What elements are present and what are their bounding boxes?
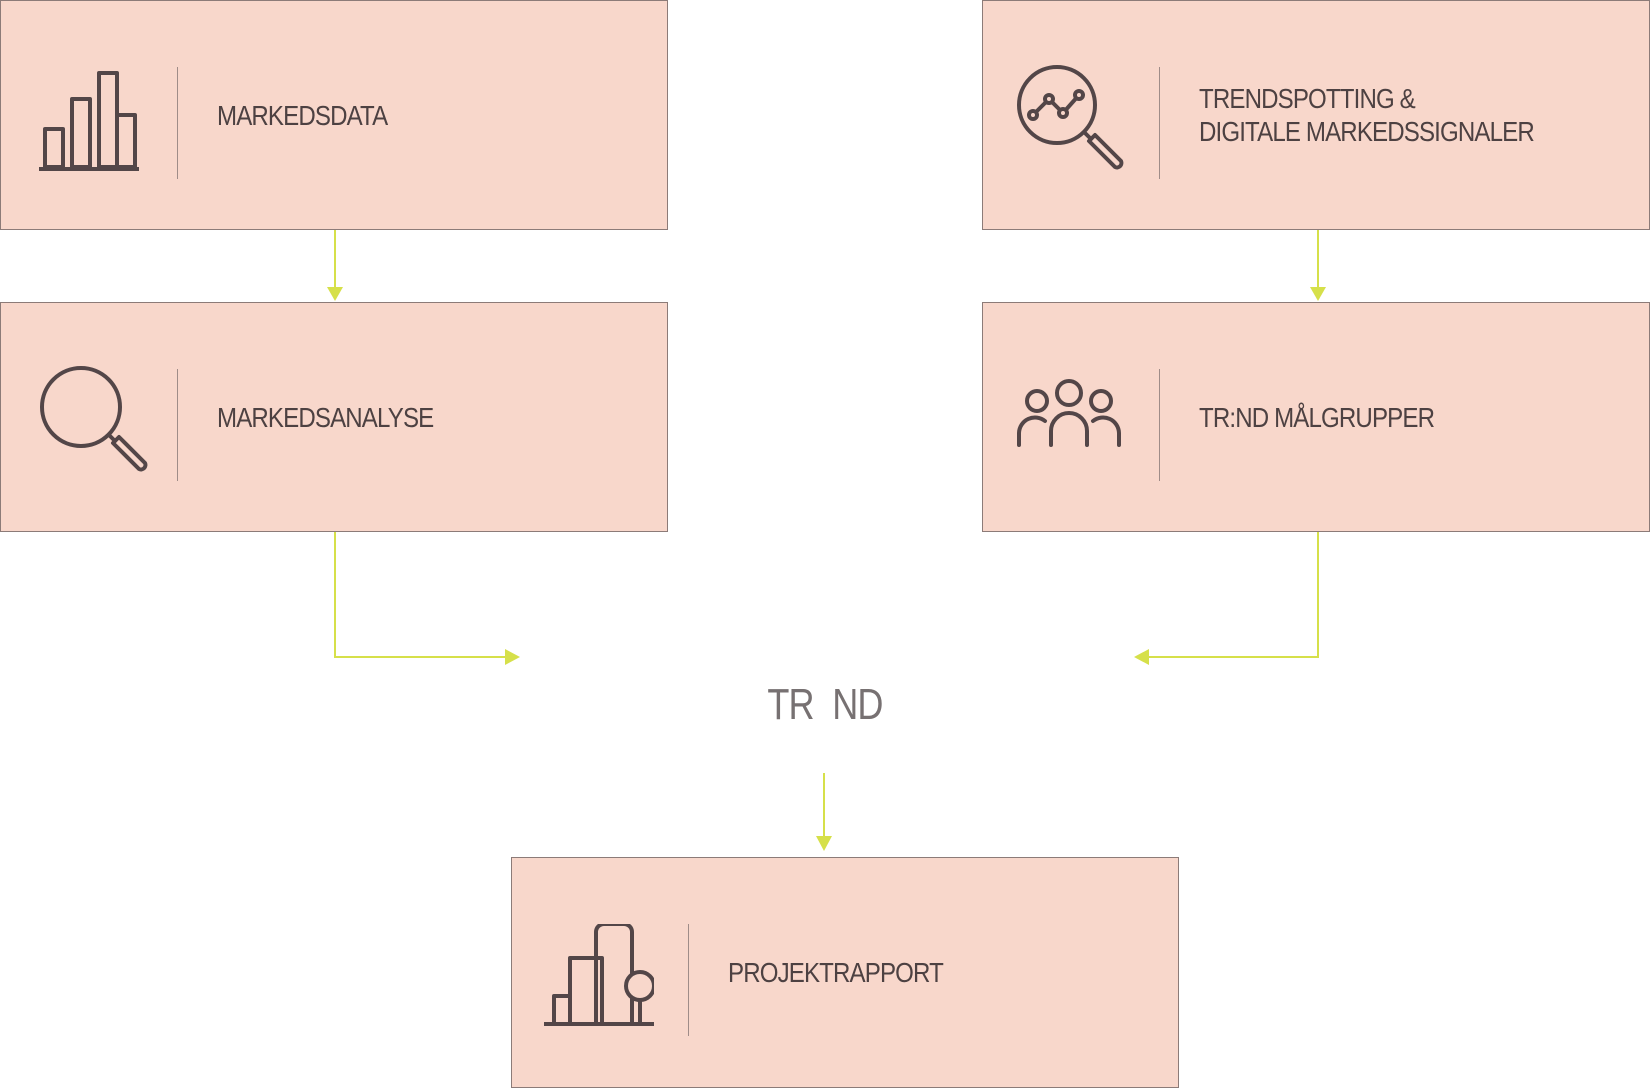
arrowhead-down-right (1310, 287, 1326, 301)
box-divider (1159, 369, 1160, 481)
center-trnd-label: TR ND (767, 680, 883, 729)
box-label-markedsanalyse: MARKEDSANALYSE (217, 401, 434, 433)
magnifier-icon (39, 365, 149, 477)
box-divider (1159, 67, 1160, 179)
box-label-markedsdata: MARKEDSDATA (217, 99, 388, 131)
box-divider (688, 924, 689, 1036)
arrowhead-down-center (816, 836, 832, 851)
box-maalgrupper: TR:ND MÅLGRUPPER (982, 302, 1650, 532)
box-markedsanalyse: MARKEDSANALYSE (0, 302, 668, 532)
box-divider (177, 67, 178, 179)
box-label-trendspotting: TRENDSPOTTING & DIGITALE MARKEDSSIGNALER (1199, 83, 1535, 147)
people-group-icon (1017, 375, 1127, 487)
buildings-tree-icon (544, 924, 654, 1036)
connector-markedsanalyse-to-center (334, 532, 508, 658)
magnifier-trend-icon (1015, 63, 1125, 175)
connector-maalgrupper-to-center (1146, 532, 1319, 658)
box-label-maalgrupper: TR:ND MÅLGRUPPER (1199, 401, 1435, 433)
bar-chart-icon (37, 63, 147, 175)
box-divider (177, 369, 178, 481)
arrowhead-left (1134, 649, 1149, 665)
box-trendspotting: TRENDSPOTTING & DIGITALE MARKEDSSIGNALER (982, 0, 1650, 230)
arrowhead-down-left (327, 287, 343, 301)
arrowhead-right (505, 649, 520, 665)
box-projektrapport: PROJEKTRAPPORT (511, 857, 1179, 1088)
box-label-projektrapport: PROJEKTRAPPORT (728, 957, 944, 988)
box-markedsdata: MARKEDSDATA (0, 0, 668, 230)
